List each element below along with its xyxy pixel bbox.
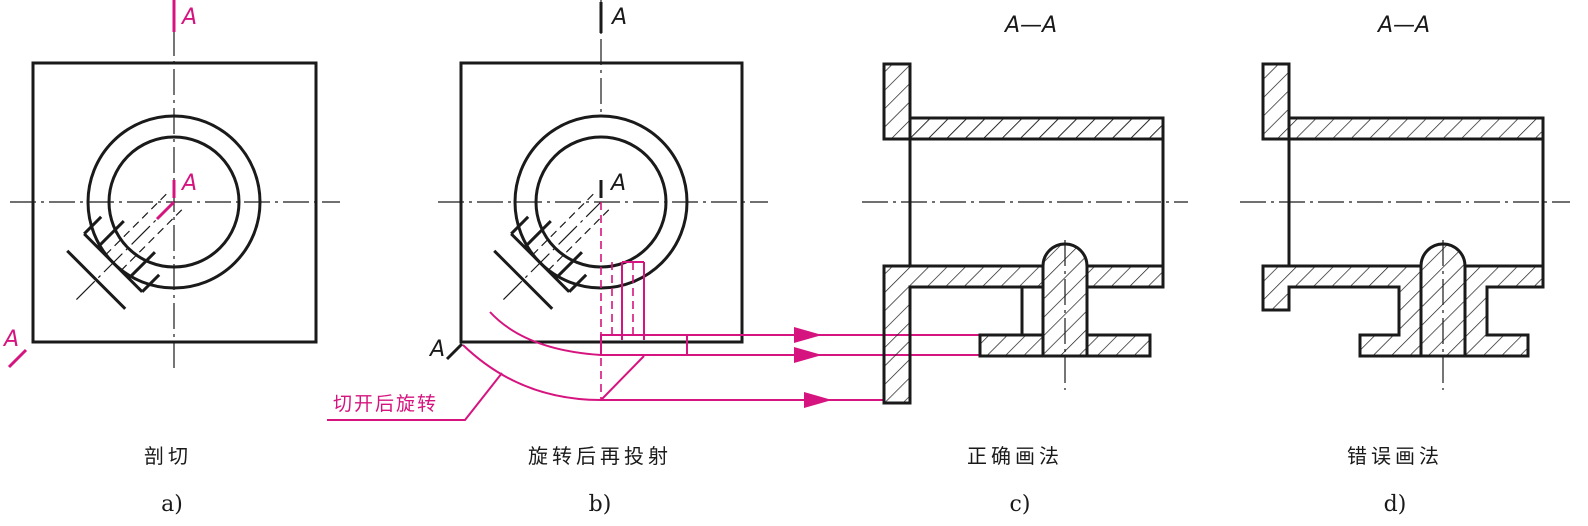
caption-c: 正确画法 [967, 444, 1063, 468]
rotation-arc-1 [489, 311, 602, 356]
label-a-end: A [2, 327, 19, 352]
view-b-rotated: 切开后旋转 A A A 旋转后再投射 b) [327, 0, 768, 517]
sublabel-b: b) [589, 492, 612, 517]
sublabel-d: d) [1384, 492, 1407, 517]
view-d-wrong: A—A 错误画法 d) [1240, 13, 1570, 517]
label-a-center: A [180, 171, 197, 196]
section-bottom-d [1261, 242, 1545, 358]
outer-circle-a [86, 114, 262, 290]
projection-arrows [601, 327, 980, 408]
cut-mark-end-b [445, 342, 464, 361]
caption-a: 剖切 [144, 444, 192, 468]
cut-mark-end-a [7, 348, 28, 369]
inner-circle-a [107, 135, 241, 269]
section-title-c: A—A [1003, 13, 1057, 38]
caption-d: 错误画法 [1347, 444, 1443, 468]
sublabel-a: a) [161, 492, 183, 517]
label-b-top: A [610, 5, 627, 30]
label-b-end: A [428, 337, 445, 362]
rotate-note: 切开后旋转 [333, 393, 438, 415]
label-a-top: A [180, 5, 197, 30]
flange-top-c [882, 62, 912, 141]
caption-b: 旋转后再投射 [528, 444, 672, 468]
note-leader [327, 372, 503, 421]
rotation-arc-2 [462, 344, 602, 401]
tube-top-wall-c [908, 116, 1165, 141]
view-a-cutting: A A A 剖切 a) [2, 0, 340, 517]
label-b-center: A [609, 171, 626, 196]
section-bottom-c [882, 242, 1165, 405]
flange-top-d [1261, 62, 1291, 141]
cut-mark-bend-a [155, 200, 176, 221]
sublabel-c: c) [1010, 492, 1031, 517]
angled-boss-b [493, 193, 610, 310]
angled-boss-a [66, 193, 183, 310]
view-c-correct: A—A 正确画法 c) [862, 13, 1188, 517]
tube-top-wall-d [1287, 116, 1545, 141]
section-title-d: A—A [1376, 13, 1430, 38]
rotated-boss-b [600, 202, 688, 401]
